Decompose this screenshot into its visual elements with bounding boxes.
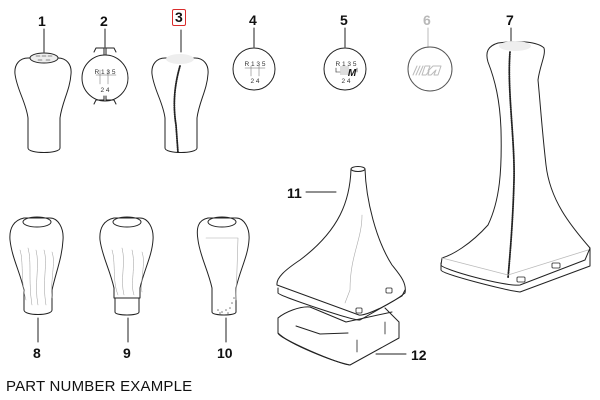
callout-9[interactable]: 9 (123, 345, 131, 361)
part-3-leather-knob[interactable] (151, 29, 209, 154)
part-7-knob-with-boot[interactable] (440, 27, 591, 293)
part-number-caption: PART NUMBER EXAMPLE (6, 378, 193, 395)
callout-6[interactable]: 6 (423, 12, 431, 28)
callout-1[interactable]: 1 (38, 13, 46, 29)
part-9-wood-knob-collar[interactable] (99, 216, 154, 343)
part-8-wood-knob[interactable] (9, 216, 64, 343)
callout-12[interactable]: 12 (411, 347, 427, 363)
callout-5[interactable]: 5 (340, 12, 348, 28)
part-12-boot-frame[interactable] (277, 306, 407, 366)
part-2-emblem[interactable] (81, 28, 129, 105)
emblem-5-top-row: R 1 3 5 (336, 61, 357, 68)
callout-8[interactable]: 8 (33, 345, 41, 361)
emblem-2-top-row: R 1 3 5 (95, 69, 116, 76)
part-10-textured-knob[interactable] (196, 216, 250, 343)
part-5-m-emblem[interactable] (323, 27, 367, 91)
callout-4[interactable]: 4 (249, 12, 257, 28)
part-1-knob[interactable] (14, 28, 72, 153)
emblem-5-bottom-row: 2 4 (341, 78, 350, 85)
part-4-emblem[interactable] (232, 27, 276, 91)
part-6-m-logo-emblem[interactable] (407, 27, 453, 92)
callout-10[interactable]: 10 (217, 345, 233, 361)
emblem-5-m-logo: M (348, 68, 357, 79)
m-logo-icon (412, 65, 442, 76)
callout-11[interactable]: 11 (287, 185, 302, 201)
emblem-2-bottom-row: 2 4 (100, 87, 109, 94)
callout-3-highlighted[interactable]: 3 (172, 9, 186, 26)
shift-pattern-top-icon (35, 55, 53, 61)
callout-2[interactable]: 2 (100, 13, 108, 29)
callout-7[interactable]: 7 (506, 12, 514, 28)
emblem-4-bottom-row: 2 4 (250, 78, 259, 85)
part-11-shift-boot[interactable] (276, 166, 406, 321)
emblem-4-top-row: R 1 3 5 (245, 61, 266, 68)
